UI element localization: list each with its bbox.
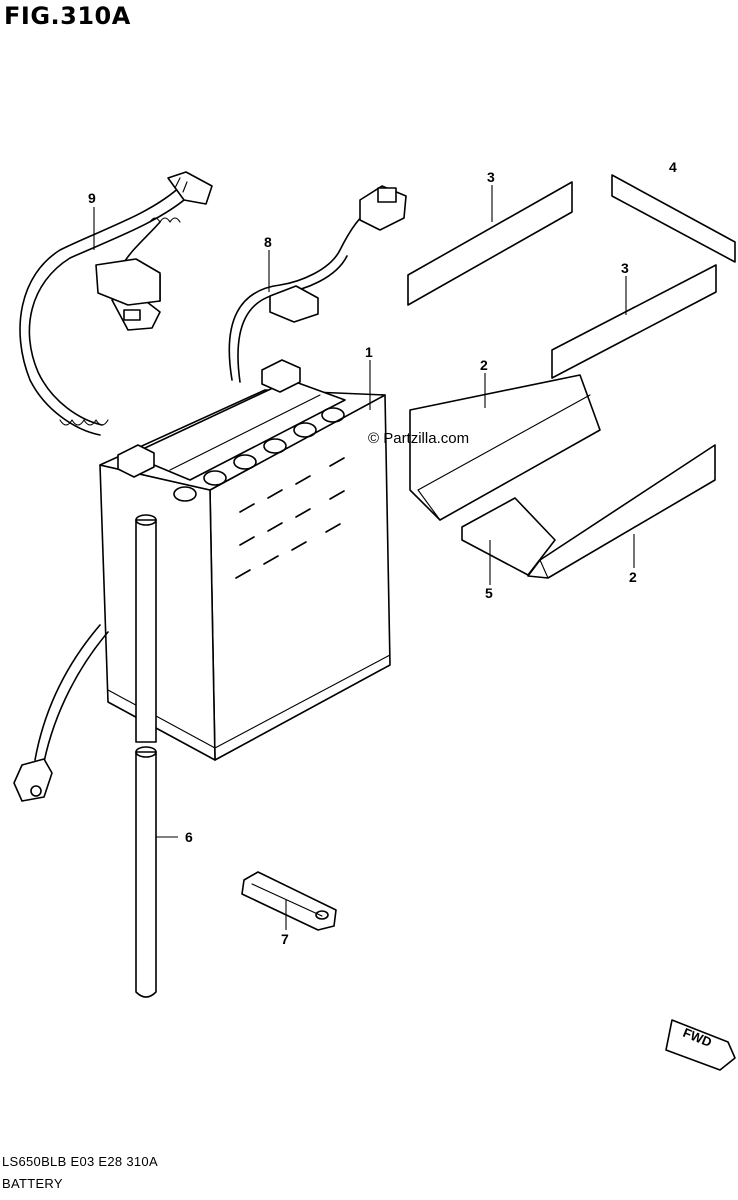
negative-lead-lower[interactable] bbox=[13, 624, 109, 802]
callout-3-lower: 3 bbox=[621, 260, 629, 276]
callout-3-upper: 3 bbox=[487, 169, 495, 185]
callout-2-lower: 2 bbox=[629, 569, 637, 585]
fwd-arrow: FWD bbox=[665, 1019, 736, 1071]
part-2-holder-front[interactable] bbox=[409, 374, 601, 521]
part-3-pad-upper[interactable] bbox=[407, 181, 573, 306]
callout-4: 4 bbox=[669, 159, 677, 175]
callout-8: 8 bbox=[264, 234, 272, 250]
callout-6: 6 bbox=[185, 829, 193, 845]
callout-5: 5 bbox=[485, 585, 493, 601]
part-9-negative-cable[interactable] bbox=[19, 171, 213, 436]
leader-lines bbox=[93, 185, 635, 930]
part-7-clamp[interactable] bbox=[241, 871, 337, 931]
callout-2-upper: 2 bbox=[480, 357, 488, 373]
model-code: LS650BLB E03 E28 310A bbox=[2, 1154, 158, 1169]
part-2-holder-rear[interactable] bbox=[527, 444, 716, 579]
part-1-battery[interactable] bbox=[95, 258, 391, 761]
figure-title: FIG.310A bbox=[4, 2, 131, 30]
part-5-pad[interactable] bbox=[461, 497, 556, 576]
callout-1: 1 bbox=[365, 344, 373, 360]
callout-7: 7 bbox=[281, 931, 289, 947]
part-3-pad-lower[interactable] bbox=[551, 264, 717, 379]
watermark: © Partzilla.com bbox=[368, 430, 469, 447]
part-8-positive-cable[interactable] bbox=[228, 185, 407, 383]
part-4-pad[interactable] bbox=[611, 174, 736, 263]
part-6-breather-tube[interactable] bbox=[135, 514, 157, 998]
callout-9: 9 bbox=[88, 190, 96, 206]
section-name: BATTERY bbox=[2, 1176, 63, 1191]
